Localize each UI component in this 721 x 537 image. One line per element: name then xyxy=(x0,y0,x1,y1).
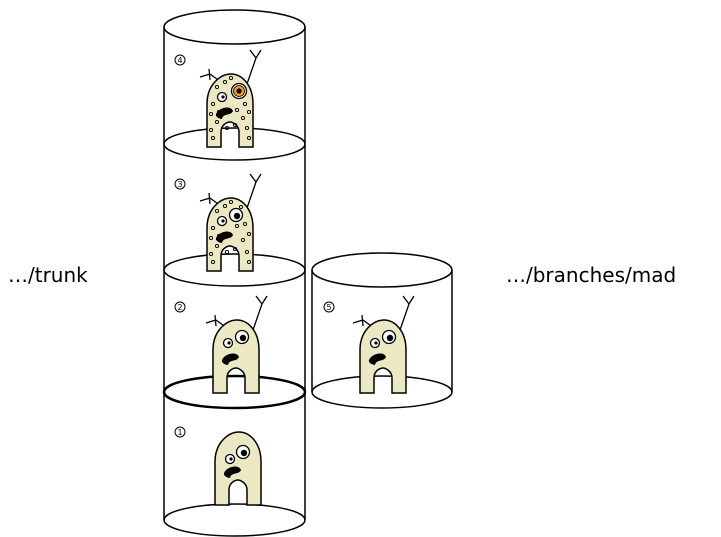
mouth xyxy=(368,353,386,365)
revision-3: 3 xyxy=(174,173,262,272)
revision-5: 5 xyxy=(323,295,415,394)
revision-1: 1 xyxy=(174,426,262,506)
revision-4: 4 xyxy=(174,49,262,148)
trunk-label: …/trunk xyxy=(8,263,88,287)
revision-number-badge xyxy=(174,54,186,66)
spots xyxy=(208,199,252,265)
branch-top-disc xyxy=(311,252,453,288)
monster-antennae xyxy=(205,295,268,394)
branch-label: …/branches/mad xyxy=(506,263,676,287)
revision-number: 3 xyxy=(177,180,182,189)
revision-number-badge xyxy=(323,301,335,313)
revision-number-badge xyxy=(174,178,186,190)
floor-disc-3 xyxy=(163,253,306,287)
monster-spotted xyxy=(199,173,262,272)
mouth xyxy=(223,466,241,478)
monster-plain xyxy=(214,431,262,506)
revision-number-badge xyxy=(174,426,186,438)
floor-disc-1 xyxy=(163,503,306,537)
trunk-top-disc xyxy=(163,9,306,45)
mouth xyxy=(215,231,233,243)
revision-number: 4 xyxy=(177,56,182,65)
branch-cylinder xyxy=(311,252,453,409)
revision-number: 1 xyxy=(177,428,182,437)
revision-2: 2 xyxy=(174,295,268,394)
trunk-stack xyxy=(162,9,307,537)
mouth xyxy=(215,107,233,119)
branch-floor-disc xyxy=(311,375,453,409)
revision-number-badge xyxy=(174,301,186,313)
monster-antennae xyxy=(352,295,415,394)
revision-number: 5 xyxy=(326,303,331,312)
floor-disc-2 xyxy=(162,374,307,410)
monster-spotted-orange-eye xyxy=(199,49,262,148)
revision-number: 2 xyxy=(177,303,182,312)
mouth xyxy=(221,353,239,365)
floor-disc-4 xyxy=(163,127,306,161)
